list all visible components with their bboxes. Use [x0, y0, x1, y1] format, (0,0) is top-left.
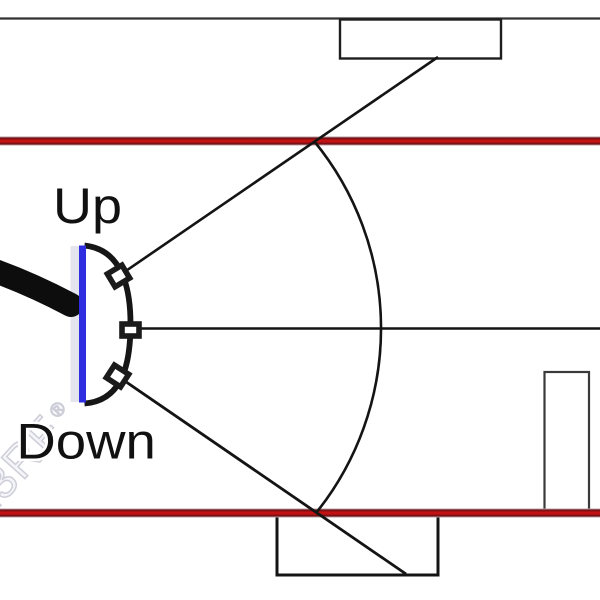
svg-text:Up: Up — [53, 178, 122, 234]
svg-text:Down: Down — [16, 413, 156, 469]
